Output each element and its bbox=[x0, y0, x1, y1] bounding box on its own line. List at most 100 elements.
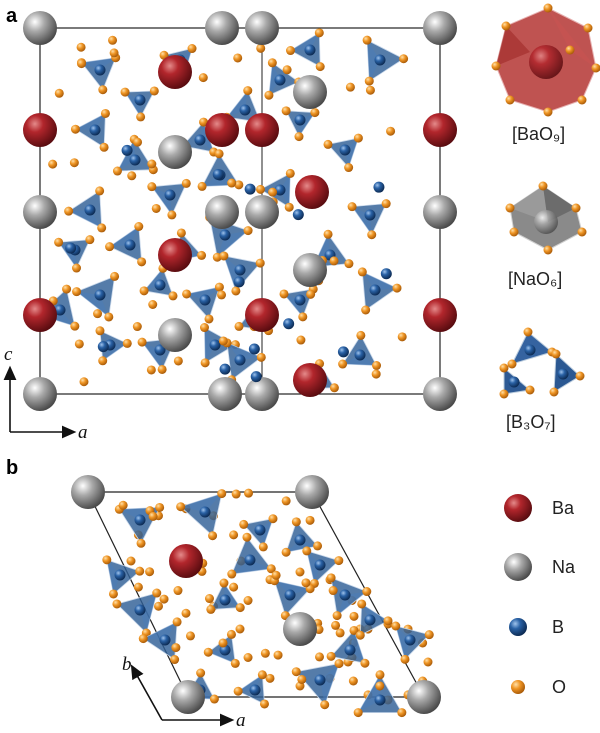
o-atom bbox=[218, 638, 228, 648]
o-atom bbox=[62, 284, 72, 294]
o-atom bbox=[233, 686, 243, 696]
o-atom bbox=[102, 555, 112, 565]
o-atom bbox=[282, 65, 292, 75]
b-atom bbox=[369, 284, 381, 296]
o-atom bbox=[199, 323, 209, 333]
o-atom bbox=[362, 587, 372, 597]
o-atom bbox=[357, 599, 367, 609]
ba-atom bbox=[293, 363, 327, 397]
b-atom bbox=[294, 114, 306, 126]
o-atom bbox=[108, 589, 118, 599]
tetra-face bbox=[320, 663, 340, 705]
o-atom bbox=[362, 35, 372, 45]
o-atom bbox=[126, 556, 136, 566]
b-atom bbox=[404, 634, 416, 646]
o-atom bbox=[365, 85, 375, 95]
o-atom bbox=[499, 363, 509, 373]
o-atom bbox=[271, 570, 281, 580]
o-atom bbox=[355, 630, 365, 640]
ba-atom bbox=[23, 113, 57, 147]
b-atom bbox=[294, 294, 306, 306]
ba-atom bbox=[423, 298, 457, 332]
o-atom bbox=[229, 530, 239, 540]
tetra-face bbox=[260, 518, 273, 547]
b-atom bbox=[254, 524, 266, 536]
tetra-face bbox=[274, 580, 311, 595]
o-atom bbox=[98, 356, 108, 366]
o-atom bbox=[571, 203, 581, 213]
na-atom bbox=[245, 377, 279, 411]
o-atom bbox=[230, 658, 240, 668]
b-atom bbox=[344, 644, 356, 656]
b-atom bbox=[233, 276, 245, 288]
ba-atom bbox=[245, 113, 279, 147]
o-atom bbox=[297, 674, 307, 684]
o-atom bbox=[204, 594, 214, 604]
ba-polyhedron-label: [BaO₉] bbox=[512, 124, 565, 144]
o-atom bbox=[397, 332, 407, 342]
na-atom bbox=[423, 195, 457, 229]
legend-label-b: B bbox=[552, 617, 564, 637]
o-atom bbox=[577, 95, 587, 105]
o-atom bbox=[284, 202, 294, 212]
o-atom bbox=[214, 282, 224, 292]
o-atom bbox=[105, 242, 115, 252]
panel-b-label: b bbox=[6, 457, 18, 479]
tetra-face bbox=[186, 287, 220, 300]
na-atom bbox=[293, 75, 327, 109]
b-atom bbox=[154, 344, 166, 356]
b-atom bbox=[250, 371, 262, 383]
o-atom bbox=[171, 643, 181, 653]
o-atom bbox=[257, 670, 267, 680]
b-atom bbox=[374, 54, 386, 66]
na-atom bbox=[71, 475, 105, 509]
o-atom bbox=[95, 326, 105, 336]
o-atom bbox=[54, 237, 64, 247]
o-atom bbox=[505, 95, 515, 105]
tetra-face bbox=[140, 593, 157, 634]
o-atom bbox=[148, 299, 158, 309]
ba-atom bbox=[169, 544, 203, 578]
o-atom bbox=[149, 86, 159, 96]
o-atom bbox=[217, 290, 227, 300]
axis-c-label: c bbox=[4, 344, 13, 365]
o-atom bbox=[329, 256, 339, 266]
panel-a-label: a bbox=[6, 5, 18, 27]
na-atom bbox=[205, 195, 239, 229]
b-atom bbox=[354, 349, 366, 361]
ba-polyhedron-illustration bbox=[491, 3, 600, 117]
legend-item-b: B bbox=[509, 617, 564, 637]
o-atom bbox=[577, 227, 587, 237]
o-atom bbox=[305, 515, 315, 525]
o-atom bbox=[543, 245, 553, 255]
b-atom bbox=[114, 569, 126, 581]
b-atom bbox=[219, 229, 231, 241]
o-atom bbox=[315, 652, 325, 662]
ba-atom bbox=[158, 238, 192, 272]
o-atom bbox=[356, 330, 366, 340]
o-atom bbox=[301, 578, 311, 588]
o-atom bbox=[543, 3, 553, 13]
o-atom bbox=[70, 124, 80, 134]
o-atom bbox=[281, 496, 291, 506]
na-atom bbox=[23, 377, 57, 411]
o-atom bbox=[372, 361, 382, 371]
o-atom bbox=[243, 86, 253, 96]
o-atom bbox=[310, 108, 320, 118]
o-atom bbox=[185, 631, 195, 641]
o-atom bbox=[227, 178, 237, 188]
ba-atom bbox=[205, 113, 239, 147]
o-atom bbox=[298, 312, 308, 322]
o-atom bbox=[146, 365, 156, 375]
o-atom bbox=[229, 582, 239, 592]
b-atom bbox=[121, 144, 133, 156]
o-atom bbox=[364, 76, 374, 86]
tetra-face bbox=[208, 650, 236, 664]
o-atom bbox=[291, 667, 301, 677]
b-atom bbox=[339, 589, 351, 601]
o-atom bbox=[353, 133, 363, 143]
o-atom bbox=[93, 309, 103, 319]
o-atom bbox=[397, 708, 407, 718]
o-atom bbox=[217, 489, 227, 499]
